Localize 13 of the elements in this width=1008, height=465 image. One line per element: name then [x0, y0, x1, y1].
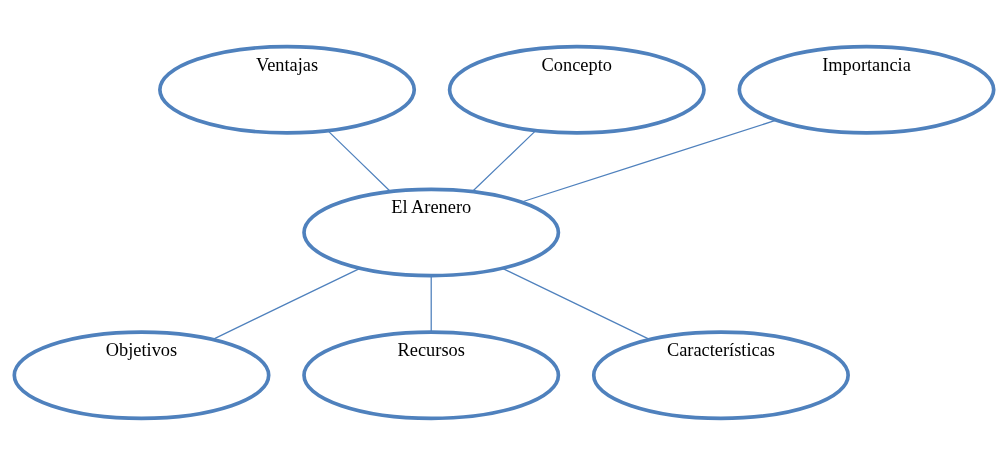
connector	[327, 130, 391, 192]
node-ellipse: Recursos	[302, 330, 561, 421]
node-ellipse: Ventajas	[158, 44, 417, 135]
connector	[212, 267, 361, 340]
node-ellipse: Características	[591, 330, 850, 421]
connector	[472, 130, 537, 192]
node-ellipse: El Arenero	[302, 187, 561, 278]
connector	[521, 119, 777, 203]
connector	[501, 267, 651, 340]
node-ellipse: Objetivos	[12, 330, 271, 421]
node-ellipse: Importancia	[737, 44, 996, 135]
node-ellipse: Concepto	[447, 44, 706, 135]
connector	[430, 275, 432, 333]
